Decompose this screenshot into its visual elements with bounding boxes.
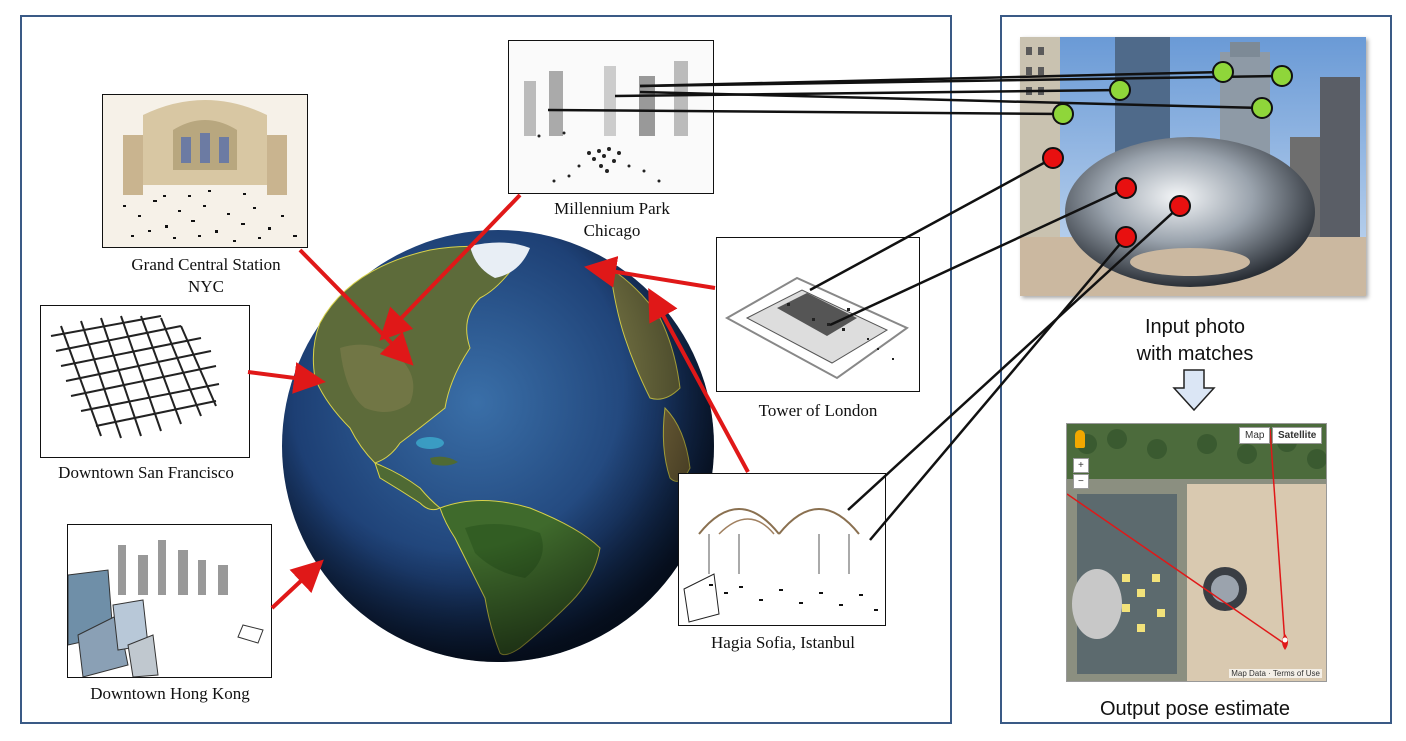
satellite-button[interactable]: Satellite xyxy=(1272,427,1323,444)
arrow-millennium xyxy=(379,193,522,341)
hagia-sofia-thumbnail xyxy=(678,473,886,626)
hong-kong-caption: Downtown Hong Kong xyxy=(90,684,250,703)
match-point-red xyxy=(1169,195,1191,217)
globe xyxy=(282,230,714,662)
arrow-hagia-sofia xyxy=(648,287,750,473)
millennium-park-thumbnail xyxy=(508,40,714,194)
hong-kong-thumbnail xyxy=(67,524,272,678)
grand-central-caption: Grand Central Station NYC xyxy=(131,255,281,296)
match-point-green xyxy=(1251,97,1273,119)
arrow-grand-central xyxy=(298,248,414,366)
map-button[interactable]: Map xyxy=(1239,427,1271,444)
tower-of-london-thumbnail xyxy=(716,237,920,392)
arrow-tower-london xyxy=(584,256,716,290)
pegman-icon[interactable] xyxy=(1075,430,1085,448)
zoom-in-button[interactable]: + xyxy=(1073,458,1089,473)
match-point-red xyxy=(1042,147,1064,169)
hagia-sofia-caption: Hagia Sofia, Istanbul xyxy=(711,633,855,652)
input-photo-caption: Input photo with matches xyxy=(1136,316,1254,365)
match-point-green xyxy=(1271,65,1293,87)
millennium-park-caption: Millennium Park Chicago xyxy=(554,199,670,240)
grand-central-thumbnail xyxy=(102,94,308,248)
match-point-red xyxy=(1115,226,1137,248)
zoom-out-button[interactable]: − xyxy=(1073,474,1089,489)
output-pose-caption: Output pose estimate xyxy=(1099,698,1291,720)
match-point-green xyxy=(1052,103,1074,125)
san-francisco-thumbnail xyxy=(40,305,250,458)
arrow-san-francisco xyxy=(247,362,326,394)
output-map: Map Satellite + − Map Data · Terms of Us… xyxy=(1066,423,1327,682)
san-francisco-caption: Downtown San Francisco xyxy=(58,463,234,482)
match-point-green xyxy=(1212,61,1234,83)
arrow-hong-kong xyxy=(270,559,324,610)
down-arrow xyxy=(1172,369,1216,412)
tower-of-london-caption: Tower of London xyxy=(758,401,878,420)
map-footer: Map Data · Terms of Use xyxy=(1229,669,1322,678)
match-point-red xyxy=(1115,177,1137,199)
match-point-green xyxy=(1109,79,1131,101)
